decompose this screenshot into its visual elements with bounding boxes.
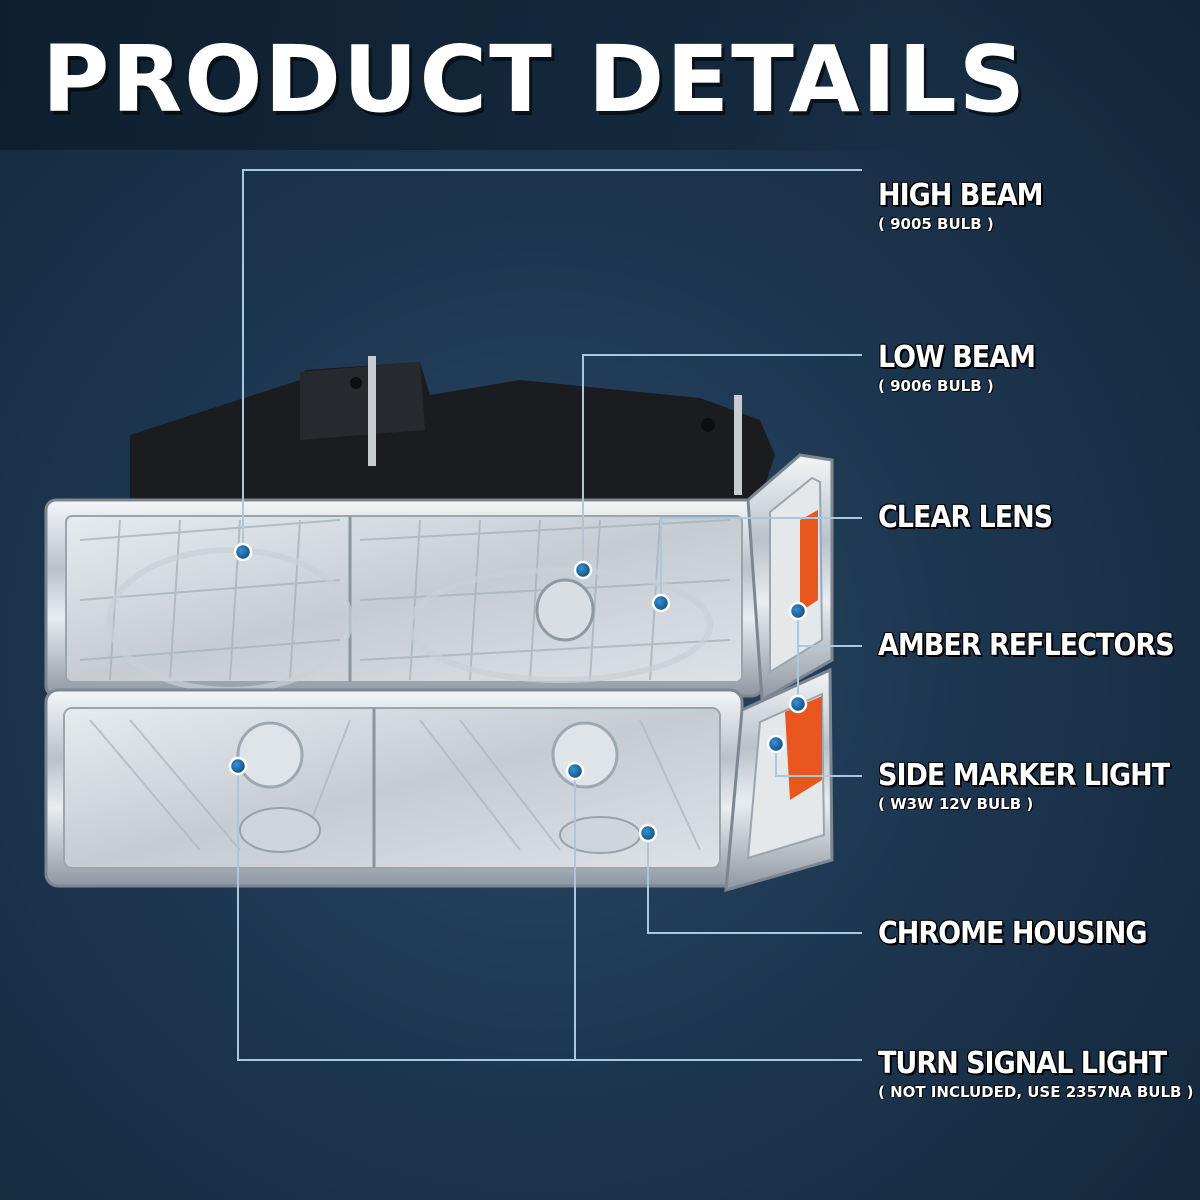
callout-turn-signal: TURN SIGNAL LIGHT ( NOT INCLUDED, USE 23… (878, 1046, 1194, 1101)
leader-lines (237, 169, 862, 1061)
side-marker-label: SIDE MARKER LIGHT (878, 758, 1170, 793)
dot-amber-lower (788, 694, 808, 714)
dot-turn-left (228, 756, 248, 776)
high-beam-label: HIGH BEAM (878, 178, 1044, 213)
headlight-upper (44, 498, 764, 698)
dot-amber-upper (788, 601, 808, 621)
turn-signal-bulb: ( NOT INCLUDED, USE 2357NA BULB ) (878, 1083, 1194, 1101)
callout-amber-reflectors: AMBER REFLECTORS (878, 628, 1175, 663)
corner-light (724, 453, 834, 893)
title-band (0, 0, 920, 150)
side-marker-bulb: ( W3W 12V BULB ) (878, 795, 1034, 813)
chrome-housing-label: CHROME HOUSING (878, 916, 1147, 951)
dot-side-marker (766, 734, 786, 754)
page-title: PRODUCT DETAILS (42, 26, 1027, 133)
dot-high-beam (233, 542, 253, 562)
turn-signal-label: TURN SIGNAL LIGHT (878, 1046, 1167, 1081)
low-beam-label: LOW BEAM (878, 340, 1036, 375)
callout-side-marker: SIDE MARKER LIGHT ( W3W 12V BULB ) (878, 758, 1170, 813)
dot-chrome-housing (638, 823, 658, 843)
dot-low-beam (573, 560, 593, 580)
high-beam-bulb: ( 9005 BULB ) (878, 215, 994, 233)
callout-dots (228, 542, 808, 843)
mounting-bracket (130, 356, 775, 500)
callout-chrome-housing: CHROME HOUSING (878, 916, 1147, 951)
dot-clear-lens (651, 593, 671, 613)
callout-low-beam: LOW BEAM ( 9006 BULB ) (878, 340, 1036, 395)
amber-reflectors-label: AMBER REFLECTORS (878, 628, 1175, 663)
callout-clear-lens: CLEAR LENS (878, 500, 1053, 535)
low-beam-bulb: ( 9006 BULB ) (878, 377, 994, 395)
callout-high-beam: HIGH BEAM ( 9005 BULB ) (878, 178, 1044, 233)
clear-lens-label: CLEAR LENS (878, 500, 1053, 535)
dot-turn-right (565, 761, 585, 781)
park-turn-light (44, 688, 744, 888)
